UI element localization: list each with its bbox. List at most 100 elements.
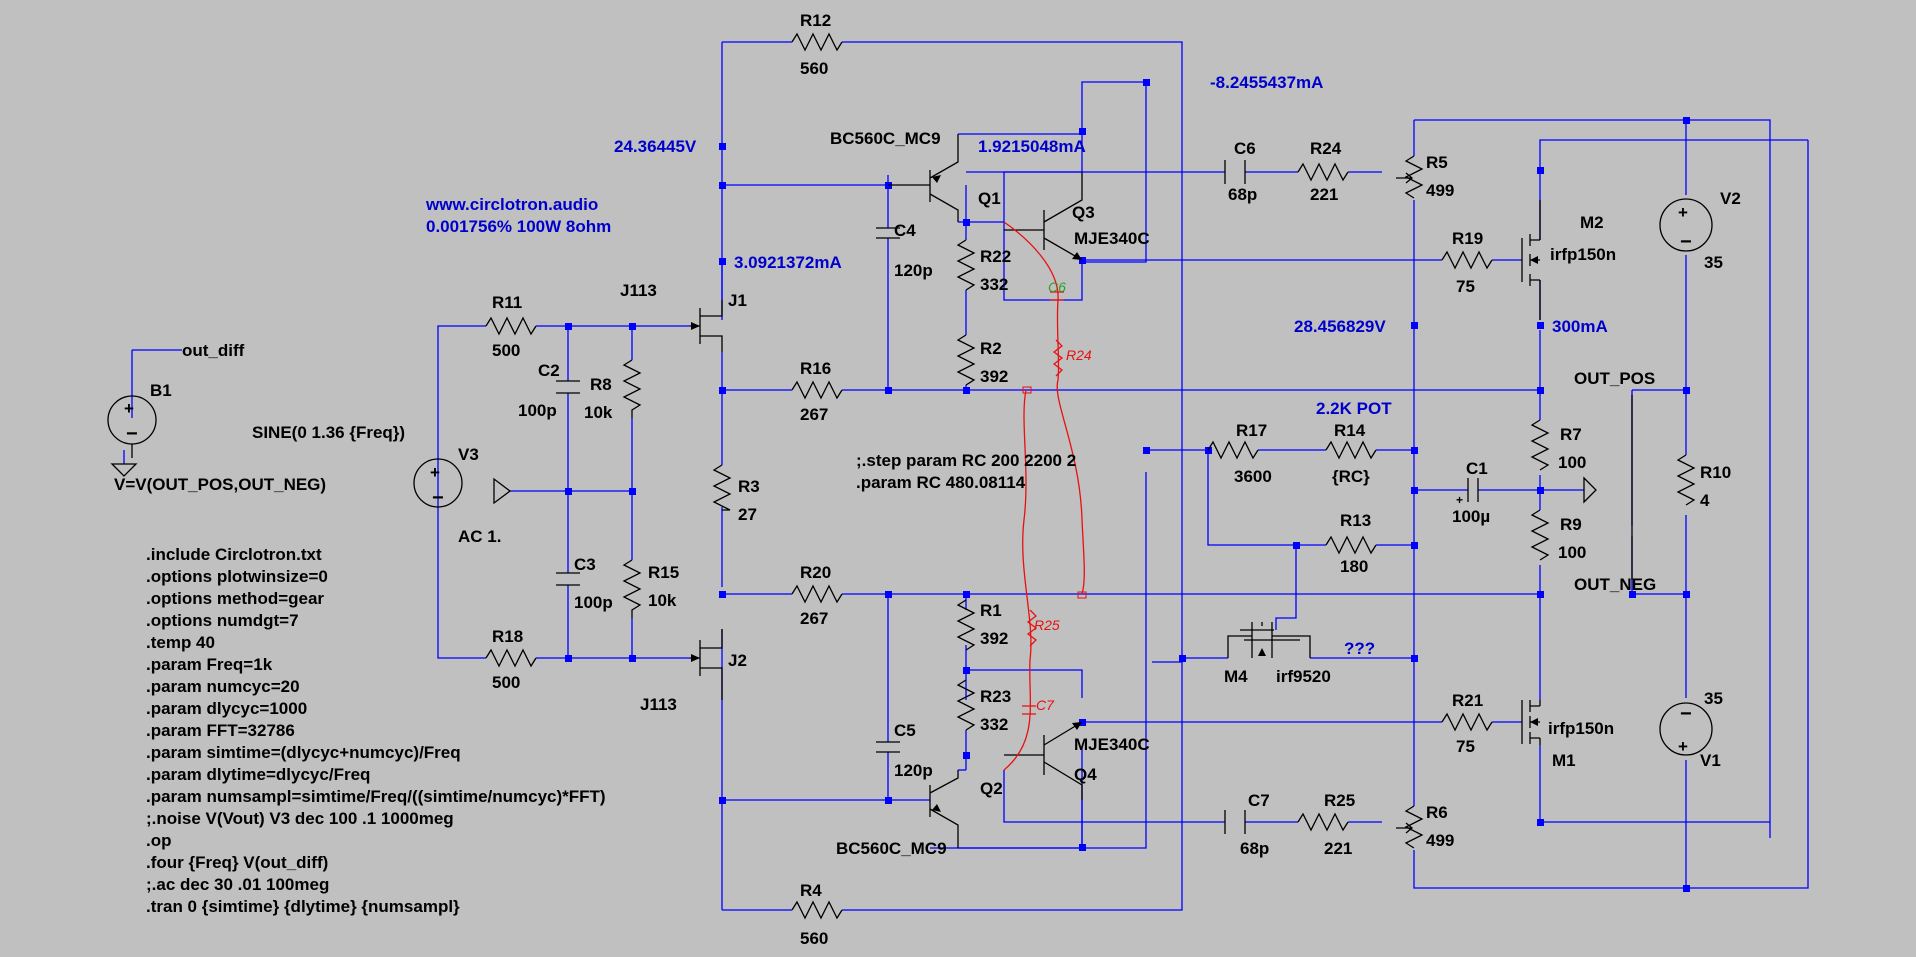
- r11-value: 500: [492, 341, 520, 360]
- r2-symbol: [956, 334, 976, 386]
- m1-model: irfp150n: [1548, 719, 1614, 738]
- info-url: www.circlotron.audio: [425, 195, 598, 214]
- v2-symbol: [1659, 198, 1713, 252]
- wires: [123, 41, 1809, 911]
- v3-name: V3: [458, 445, 479, 464]
- q4-symbol: [1043, 721, 1083, 800]
- readout-q3-current: -8.2455437mA: [1210, 73, 1323, 92]
- j2-model: J113: [640, 695, 677, 714]
- r13-symbol: [1325, 535, 1377, 555]
- r2-value: 392: [980, 367, 1008, 386]
- param-directives: ;.step param RC 200 2200 2 .param RC 480…: [856, 451, 1076, 492]
- r9-symbol: [1530, 509, 1550, 561]
- r17-symbol: [1207, 440, 1259, 460]
- r6-symbol: [1404, 805, 1424, 849]
- r7-name: R7: [1560, 425, 1582, 444]
- c5-value: 120p: [894, 761, 933, 780]
- r21-symbol: [1441, 712, 1493, 732]
- v2-value: 35: [1704, 253, 1723, 272]
- r3-symbol: [712, 464, 732, 511]
- directive-line: .param numsampl=simtime/Freq/((simtime/n…: [146, 787, 606, 806]
- r19-symbol: [1441, 250, 1493, 270]
- q2-model: BC560C_MC9: [836, 839, 947, 858]
- m4-symbol: [1227, 622, 1311, 658]
- v3-symbol: [413, 458, 463, 508]
- svg-text:+: +: [430, 463, 440, 482]
- q3-name: Q3: [1072, 203, 1095, 222]
- r1-value: 392: [980, 629, 1008, 648]
- r20-symbol: [791, 584, 843, 604]
- r5-name: R5: [1426, 153, 1448, 172]
- readout-28v: 28.456829V: [1294, 317, 1386, 336]
- out-diff-label: out_diff: [182, 341, 245, 360]
- svg-text:+: +: [124, 399, 134, 418]
- r11-name: R11: [492, 293, 522, 312]
- components: +: [107, 32, 1713, 920]
- r4-symbol: [791, 900, 843, 920]
- svg-text:−: −: [1680, 703, 1692, 725]
- op-readouts: 24.36445V 28.456829V -8.2455437mA 1.9215…: [425, 73, 1608, 658]
- c1-symbol: [1467, 478, 1479, 502]
- spice-directives: .include Circlotron.txt .options plotwin…: [146, 545, 606, 916]
- r14-symbol: [1325, 440, 1377, 460]
- r5-symbol: [1404, 155, 1424, 199]
- c7-symbol: [1224, 810, 1246, 834]
- red-cap-c7: [1022, 705, 1036, 715]
- directive-line: .param numcyc=20: [146, 677, 300, 696]
- r15-value: 10k: [648, 591, 677, 610]
- r13-value: 180: [1340, 557, 1368, 576]
- c3-name: C3: [574, 555, 596, 574]
- r16-value: 267: [800, 405, 828, 424]
- ground-c1: [1583, 476, 1597, 504]
- r18-value: 500: [492, 673, 520, 692]
- c1-name: C1: [1466, 459, 1488, 478]
- r17-name: R17: [1236, 421, 1267, 440]
- ground-v3: [493, 477, 512, 505]
- r25-symbol: [1297, 812, 1349, 832]
- r13-name: R13: [1340, 511, 1371, 530]
- directive-line: .temp 40: [146, 633, 215, 652]
- r17-value: 3600: [1234, 467, 1272, 486]
- r4-name: R4: [800, 881, 822, 900]
- r9-value: 100: [1558, 543, 1586, 562]
- directive-line: ;.ac dec 30 .01 100meg: [146, 875, 329, 894]
- r25-name: R25: [1324, 791, 1355, 810]
- r10-symbol: [1676, 454, 1696, 506]
- v3-value: SINE(0 1.36 {Freq}): [252, 423, 405, 442]
- junctions: [565, 79, 1690, 892]
- r23-value: 332: [980, 715, 1008, 734]
- directive-line: .options method=gear: [146, 589, 324, 608]
- r2-name: R2: [980, 339, 1002, 358]
- out-neg-label: OUT_NEG: [1574, 575, 1656, 594]
- directive-line: .four {Freq} V(out_diff): [146, 853, 328, 872]
- readout-24v: 24.36445V: [614, 137, 697, 156]
- c7-name: C7: [1248, 791, 1270, 810]
- r21-value: 75: [1456, 737, 1475, 756]
- v1-value: 35: [1704, 689, 1723, 708]
- q3-model: MJE340C: [1074, 229, 1150, 248]
- r19-value: 75: [1456, 277, 1475, 296]
- svg-text:+: +: [1456, 493, 1463, 507]
- r11-symbol: [485, 316, 537, 336]
- c5-symbol: [876, 741, 900, 753]
- m2-name: M2: [1580, 213, 1604, 232]
- c6-name: C6: [1234, 139, 1256, 158]
- pot-label: 2.2K POT: [1316, 399, 1392, 418]
- q2-symbol: [929, 770, 959, 848]
- out-pos-label: OUT_POS: [1574, 369, 1655, 388]
- v3-ac: AC 1.: [458, 527, 501, 546]
- r5-value: 499: [1426, 181, 1454, 200]
- v1-name: V1: [1700, 751, 1721, 770]
- svg-text:+: +: [1678, 737, 1688, 756]
- r1-name: R1: [980, 601, 1002, 620]
- annot-r25: R25: [1034, 617, 1060, 633]
- r18-name: R18: [492, 627, 523, 646]
- v2-name: V2: [1720, 189, 1741, 208]
- r21-name: R21: [1452, 691, 1483, 710]
- r22-name: R22: [980, 247, 1011, 266]
- hand-annotations: C6 R24 R25 C7: [1003, 221, 1092, 771]
- r6-name: R6: [1426, 803, 1448, 822]
- r15-symbol: [622, 559, 642, 618]
- q1-model: BC560C_MC9: [830, 129, 941, 148]
